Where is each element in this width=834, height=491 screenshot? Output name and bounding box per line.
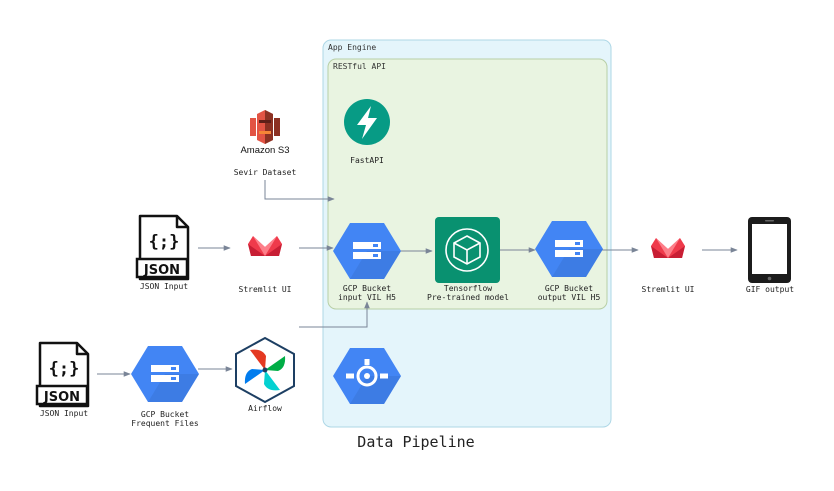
svg-text:JSON: JSON	[143, 263, 180, 278]
gcp-output-node: GCP Bucket output VIL H5	[535, 221, 603, 302]
airflow-label: Airflow	[248, 404, 282, 413]
json-file-icon: {;} JSON	[135, 214, 190, 281]
gcp-frequent-label-line1: GCP Bucket	[141, 410, 189, 419]
tensorflow-label-line1: Tensorflow	[444, 284, 492, 293]
streamlit-icon	[651, 238, 685, 258]
json-input-bottom-node: {;} JSON JSON Input	[35, 341, 90, 418]
gcp-storage-icon	[535, 221, 603, 277]
svg-text:{;}: {;}	[49, 359, 80, 379]
json-file-icon: {;} JSON	[35, 341, 90, 408]
gcp-output-label-line1: GCP Bucket	[545, 284, 593, 293]
tensorflow-node: Tensorflow Pre-trained model	[427, 217, 509, 302]
app-engine-cluster-label: App Engine	[328, 43, 376, 52]
gcp-storage-icon	[131, 346, 199, 402]
svg-text:JSON: JSON	[43, 390, 80, 405]
svg-text:{;}: {;}	[149, 232, 180, 252]
gcp-input-label-line1: GCP Bucket	[343, 284, 391, 293]
app-engine-icon	[333, 348, 401, 404]
tensorflow-label-line2: Pre-trained model	[427, 293, 509, 302]
gcp-input-label-line2: input VIL H5	[338, 293, 396, 302]
streamlit-right-label: Stremlit UI	[642, 285, 695, 294]
streamlit-left-label: Stremlit UI	[239, 285, 292, 294]
fastapi-label: FastAPI	[350, 156, 384, 165]
gif-output-node: GIF output	[746, 217, 794, 294]
sevir-dataset-label: Sevir Dataset	[234, 168, 297, 177]
fastapi-icon	[344, 99, 390, 145]
gcp-frequent-node: GCP Bucket Frequent Files	[131, 346, 199, 428]
streamlit-right-node: Stremlit UI	[642, 238, 695, 294]
restful-api-cluster-label: RESTful API	[333, 62, 386, 71]
gif-output-label: GIF output	[746, 285, 794, 294]
gcp-input-node: GCP Bucket input VIL H5	[333, 223, 401, 302]
tablet-icon	[748, 217, 791, 283]
airflow-icon	[235, 336, 295, 404]
amazon-s3-icon	[250, 110, 280, 144]
json-input-bottom-label: JSON Input	[40, 409, 88, 418]
edge-s3-to-gcp-input	[264, 180, 335, 202]
edge-airflow-to-gcp-input	[299, 301, 370, 328]
streamlit-icon	[248, 236, 282, 256]
streamlit-left-node: Stremlit UI	[239, 236, 292, 294]
fastapi-node: FastAPI	[344, 99, 390, 165]
edges	[97, 180, 738, 377]
amazon-s3-node: Amazon S3 Sevir Dataset	[234, 110, 297, 177]
amazon-s3-logo-text: Amazon S3	[240, 145, 289, 156]
gcp-frequent-label-line2: Frequent Files	[131, 419, 199, 428]
gcp-storage-icon	[333, 223, 401, 279]
app-engine-icon-node	[333, 348, 401, 404]
json-input-top-label: JSON Input	[140, 282, 188, 291]
diagram-title: Data Pipeline	[357, 433, 474, 451]
gcp-output-label-line2: output VIL H5	[538, 293, 601, 302]
airflow-node: Airflow	[235, 336, 295, 413]
tensorflow-model-icon	[435, 217, 500, 283]
json-input-top-node: {;} JSON JSON Input	[135, 214, 190, 291]
